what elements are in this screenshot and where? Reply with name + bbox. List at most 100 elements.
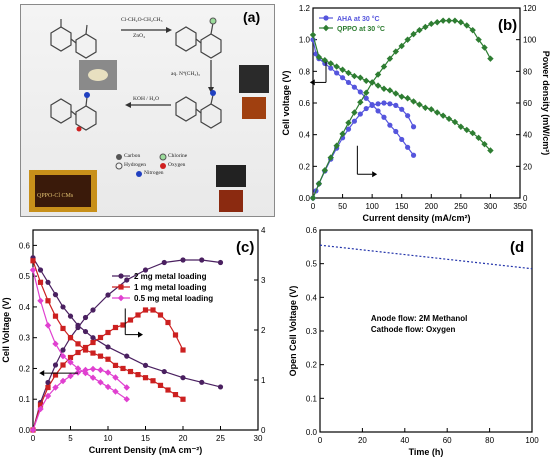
x-tick-label: 0	[31, 434, 36, 443]
legend-oxygen-dot	[160, 163, 166, 169]
data-point	[60, 362, 66, 368]
x-tick-label: 100	[525, 436, 539, 445]
data-point	[345, 69, 352, 77]
series-5	[29, 365, 130, 434]
data-point	[90, 335, 96, 341]
y2-tick-label: 3	[261, 276, 266, 285]
reaction-arrow-1-head	[166, 27, 172, 33]
x-axis-label: Current density (mA/cm²)	[362, 213, 470, 223]
data-point	[120, 322, 126, 328]
data-point	[52, 313, 59, 319]
series-3	[30, 307, 186, 433]
data-point	[369, 102, 375, 108]
vial-photo-orange	[242, 97, 266, 119]
data-point	[60, 304, 66, 310]
data-point	[357, 89, 363, 95]
legend-label: 2 mg metal loading	[134, 272, 207, 281]
data-point	[37, 297, 44, 304]
legend-marker	[322, 24, 330, 32]
data-point	[112, 374, 119, 381]
legend-label: 0.5 mg metal loading	[134, 294, 213, 303]
x-tick-label: 150	[395, 202, 409, 211]
data-point	[463, 126, 470, 134]
data-point	[180, 375, 186, 381]
data-point	[375, 101, 381, 107]
data-point	[374, 71, 382, 78]
data-point	[112, 362, 119, 368]
data-point	[428, 20, 435, 28]
x-axis-label: Current Density (mA cm⁻²)	[89, 445, 202, 455]
data-point	[67, 313, 74, 319]
data-point	[52, 372, 59, 378]
y-tick-label: 1.0	[299, 36, 311, 45]
y2-tick-label: 100	[523, 36, 537, 45]
arrow-power-head	[138, 331, 143, 338]
data-point	[380, 85, 388, 92]
series-2	[309, 31, 494, 154]
data-point	[104, 369, 112, 376]
data-point	[309, 31, 317, 39]
data-point	[180, 347, 186, 353]
data-point	[339, 66, 346, 73]
data-point	[59, 377, 67, 385]
data-point	[351, 109, 358, 116]
data-point	[104, 383, 112, 391]
data-point	[345, 119, 352, 126]
data-point	[37, 405, 44, 413]
data-point	[487, 55, 494, 62]
reaction-arrow-2-head	[208, 87, 214, 93]
data-point	[381, 100, 387, 106]
data-point	[363, 105, 369, 112]
y-tick-label: 0.4	[19, 303, 31, 312]
data-point	[60, 325, 66, 332]
data-point	[399, 106, 405, 112]
data-point	[135, 312, 141, 318]
arrow-power-head	[372, 171, 378, 178]
legend-marker	[117, 294, 125, 302]
series-3	[309, 17, 494, 202]
y-tick-label: 0.3	[19, 334, 31, 343]
arrow-voltage-head	[309, 79, 315, 86]
data-point	[45, 298, 51, 304]
data-point	[327, 154, 334, 161]
y2-tick-label: 0	[261, 426, 266, 435]
series-0	[319, 244, 533, 270]
y-tick-label: 0.6	[306, 226, 318, 235]
data-point	[89, 374, 97, 381]
data-point	[217, 384, 224, 390]
data-point	[321, 167, 329, 174]
data-point	[90, 339, 96, 346]
data-point	[82, 328, 89, 335]
data-point	[74, 369, 82, 376]
x-tick-label: 100	[365, 202, 379, 211]
data-point	[398, 93, 405, 100]
data-point	[123, 396, 130, 403]
y2-tick-label: 2	[261, 326, 266, 335]
data-point	[52, 292, 59, 298]
data-point	[112, 324, 119, 331]
data-point	[67, 372, 74, 380]
data-point	[351, 72, 358, 80]
data-point	[105, 292, 111, 298]
data-point	[363, 89, 370, 96]
y2-tick-label: 0	[523, 194, 528, 203]
nitrogen-atom-2	[84, 92, 90, 98]
data-point	[386, 87, 394, 94]
data-point	[416, 101, 423, 108]
data-point	[375, 108, 381, 114]
powder-sample	[88, 69, 108, 81]
data-point	[333, 142, 340, 149]
data-point	[309, 194, 317, 202]
data-point	[142, 307, 149, 313]
y-tick-label: 0.4	[299, 131, 311, 140]
data-point	[339, 75, 346, 81]
legend-carbon-label: Carbon	[124, 153, 141, 159]
reaction-arrow-3-head	[125, 102, 131, 108]
series-2	[30, 258, 186, 402]
data-point	[90, 307, 96, 313]
y-tick-label: 0.1	[306, 394, 318, 403]
x-tick-label: 40	[400, 436, 409, 445]
data-point	[142, 267, 149, 273]
data-point	[75, 324, 81, 331]
data-point	[52, 362, 59, 368]
